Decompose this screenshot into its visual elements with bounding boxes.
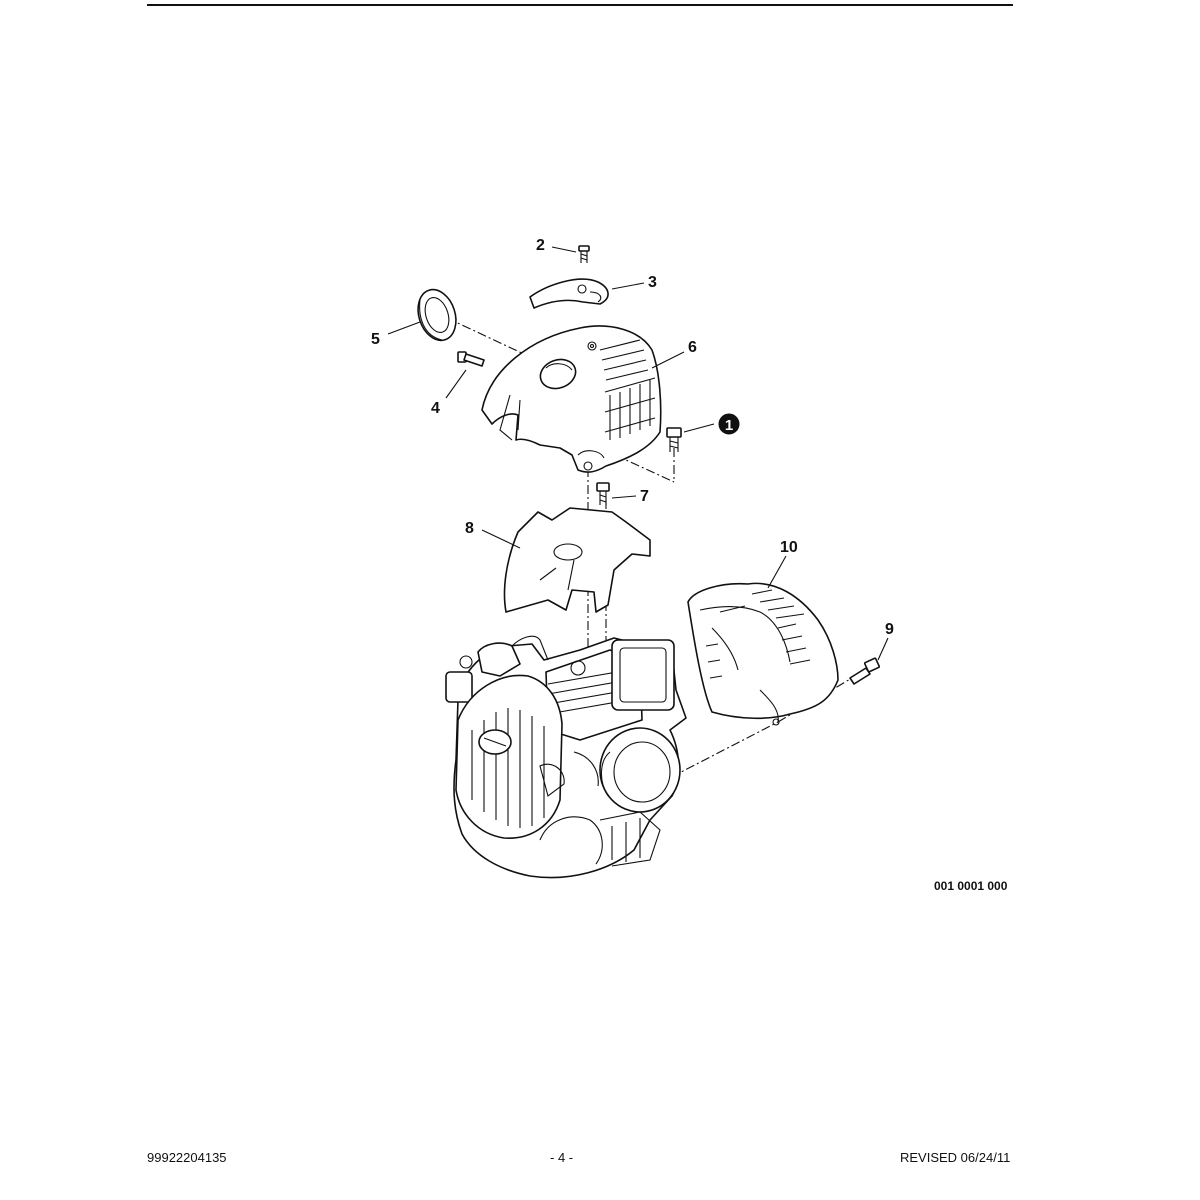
callout-4: 4 [431, 400, 440, 417]
callout-1: 1 [725, 417, 733, 434]
callout-10: 10 [780, 539, 798, 556]
drawing-number: 001 0001 000 [934, 879, 1008, 893]
callout-6: 6 [688, 339, 697, 356]
callout-8: 8 [465, 520, 474, 537]
callout-9: 9 [885, 621, 894, 638]
flywheel-cover [455, 674, 563, 839]
footer-page-number: - 4 - [550, 1150, 574, 1165]
housing-vent-slots [705, 589, 811, 679]
heat-shield-part-8 [503, 507, 651, 613]
callout-labels: 2 3 4 5 6 1 7 8 10 9 [371, 237, 894, 638]
recoil-housing-part-10 [687, 582, 839, 726]
bracket-part-3 [529, 278, 609, 309]
starter-pulley [599, 727, 681, 813]
grommet-part-5 [417, 288, 457, 342]
bolt-part-4 [457, 351, 485, 367]
callout-5: 5 [371, 331, 380, 348]
engine-assembly [445, 635, 687, 879]
top-rule [147, 4, 1013, 6]
callout-3: 3 [648, 274, 657, 291]
cylinder-fins [545, 639, 675, 741]
cover-vent-slots [599, 339, 656, 440]
footer-revised-date: REVISED 06/24/11 [900, 1150, 1011, 1165]
callout-7: 7 [640, 488, 649, 505]
carburetor [445, 635, 549, 703]
bolt-part-7 [596, 482, 610, 505]
callout-1-badge [718, 413, 740, 435]
callout-2: 2 [536, 237, 545, 254]
engine-cover-part-6 [481, 325, 662, 473]
footer-part-number: 99922204135 [147, 1150, 227, 1165]
screw-part-2 [578, 245, 590, 263]
crankcase-lower [539, 811, 661, 867]
bolt-part-9 [849, 657, 881, 685]
leader-lines [387, 246, 889, 661]
bolt-part-1 [666, 427, 682, 452]
